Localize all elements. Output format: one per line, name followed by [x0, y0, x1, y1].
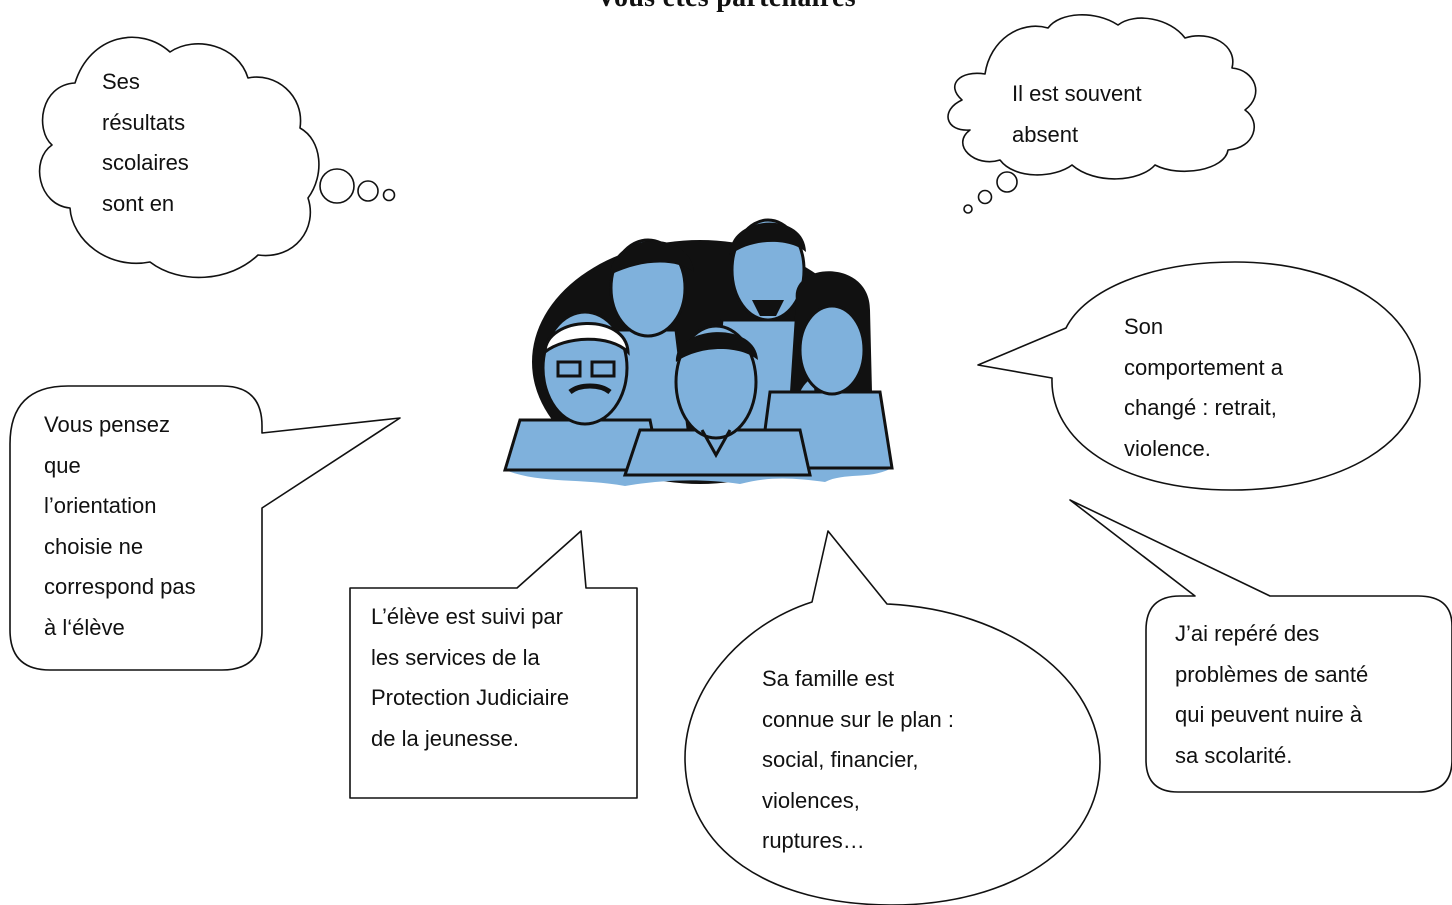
- speech-bubble-pjj: [349, 530, 638, 799]
- bubble-text-absent: Il est souvent absent: [1012, 81, 1142, 147]
- speech-bubble-orientation: [9, 385, 401, 671]
- thought-bubble-resultats: [38, 36, 320, 279]
- bubble-text-resultats: Ses résultats scolaires sont en: [102, 69, 189, 216]
- thought-bubble-absent: [947, 14, 1257, 180]
- thought-dot-large: [996, 171, 1018, 193]
- thought-dot-large: [319, 168, 355, 204]
- thought-dot-medium: [977, 189, 993, 205]
- thought-dot-medium: [357, 180, 379, 202]
- group-of-people-icon: [502, 218, 894, 486]
- bubble-text-famille: Sa famille est connue sur le plan : soci…: [762, 666, 955, 853]
- bubble-text-comportement: Son comportement a changé : retrait, vio…: [1124, 314, 1283, 459]
- bubble-text-pjj: L’élève est suivi par les services de la…: [371, 604, 570, 751]
- bubble-text-sante: J’ai repéré des problèmes de santé qui p…: [1175, 621, 1369, 768]
- speech-bubble-famille: [684, 530, 1101, 905]
- speech-bubble-sante: [1069, 499, 1452, 793]
- diagram-title: Vous êtes partenaires: [0, 0, 1452, 14]
- bubble-text-orientation: Vous pensez que l’orientation choisie ne…: [44, 412, 196, 640]
- speech-bubble-comportement: [977, 261, 1421, 491]
- thought-dot-small: [963, 204, 973, 214]
- thought-dot-small: [382, 188, 396, 202]
